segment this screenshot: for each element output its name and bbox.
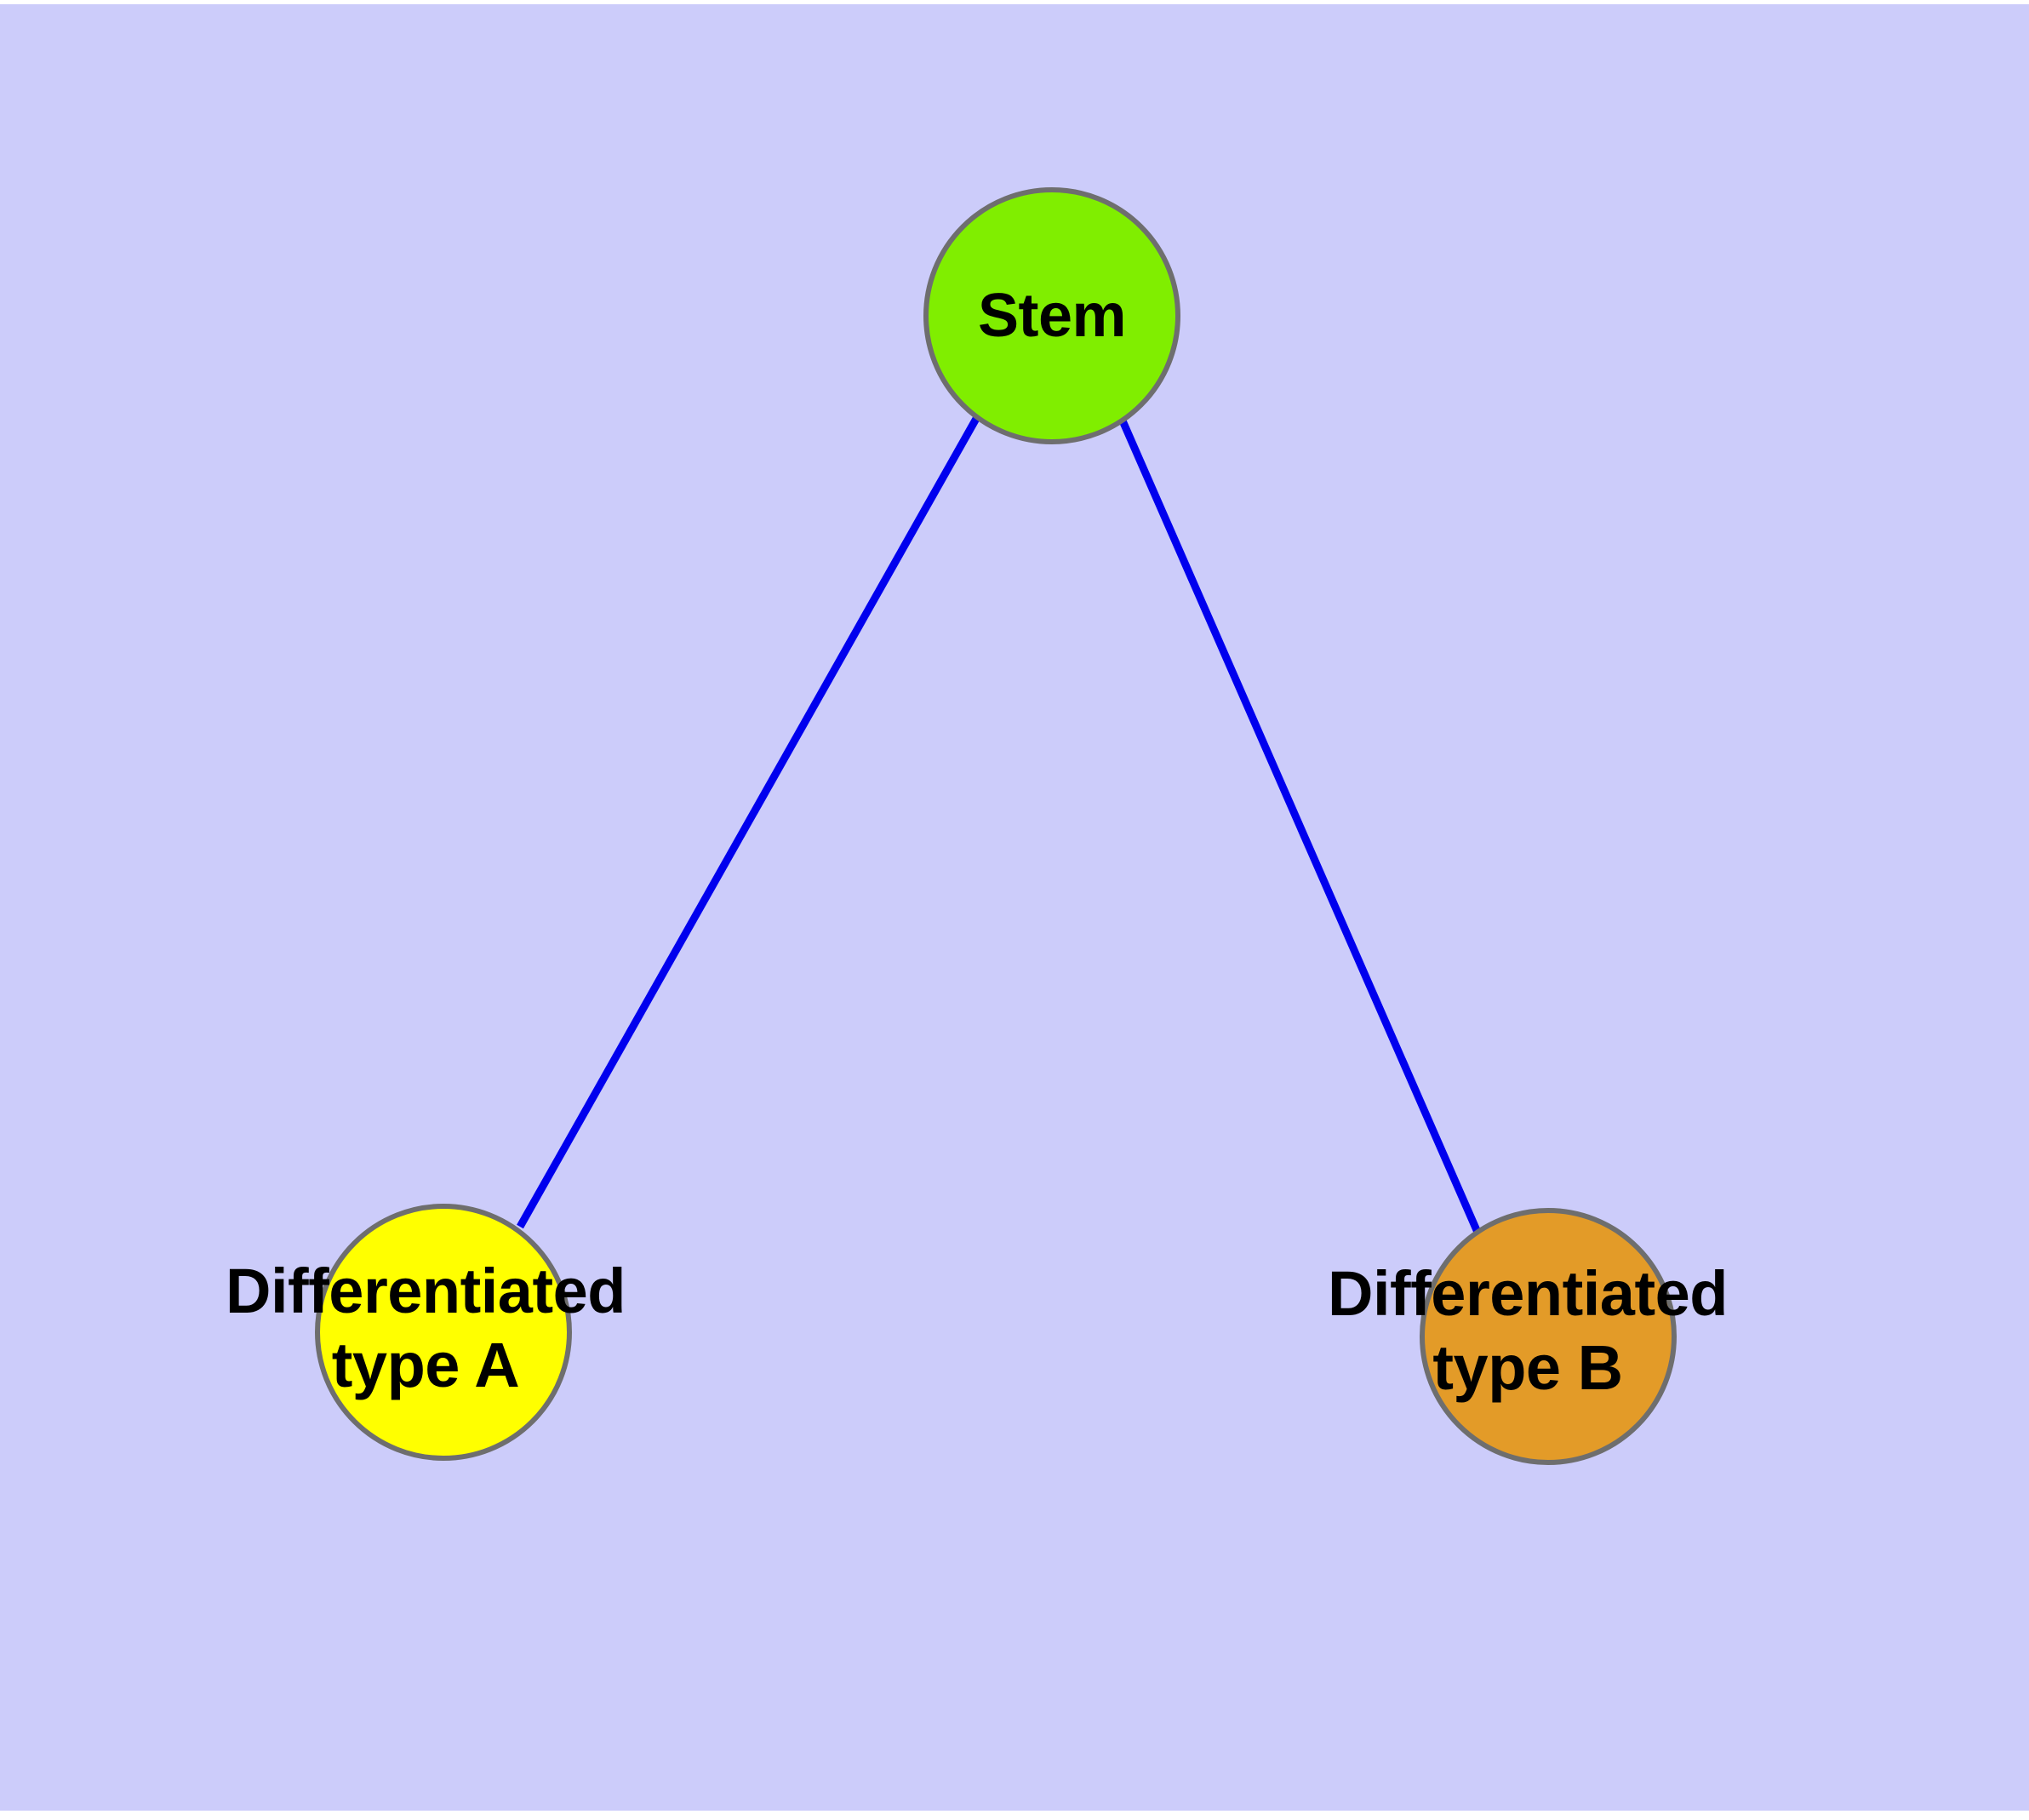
graph-node-stem[interactable] — [923, 187, 1180, 444]
node-layer — [315, 187, 1677, 1465]
graph-node-diff-a[interactable] — [315, 1204, 572, 1461]
graph-edge-stem-to-diff-b[interactable] — [1117, 417, 1483, 1238]
graph-node-diff-b[interactable] — [1420, 1208, 1677, 1465]
edge-layer — [517, 415, 1483, 1238]
graph-edge-stem-to-diff-a[interactable] — [517, 415, 980, 1229]
